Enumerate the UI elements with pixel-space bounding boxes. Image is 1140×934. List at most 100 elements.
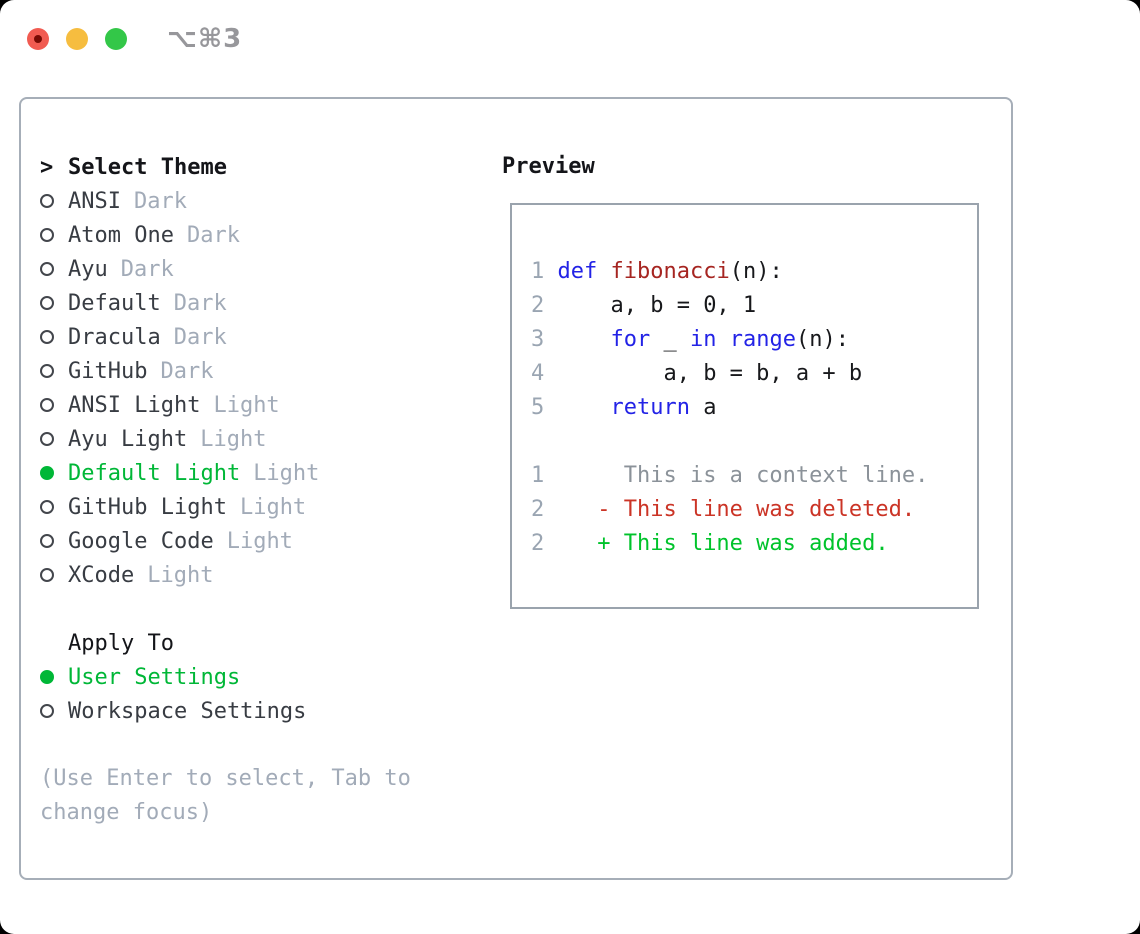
function-token: fibonacci	[610, 259, 730, 284]
line-number: 1	[531, 463, 545, 488]
theme-option-ayu-dark[interactable]: Ayu Dark	[40, 252, 452, 286]
theme-list: > Select Theme ANSI Dark Atom One Dark A…	[40, 150, 452, 830]
radio-selected-icon	[40, 670, 54, 684]
code-text	[544, 327, 610, 352]
zoom-button[interactable]	[105, 28, 127, 50]
theme-name: XCode	[68, 562, 135, 588]
theme-option-ayu-light[interactable]: Ayu Light Light	[40, 422, 452, 456]
radio-icon	[40, 568, 54, 582]
line-number: 2	[531, 531, 545, 556]
preview-title: Preview	[502, 154, 595, 179]
help-text: (Use Enter to select, Tab to change focu…	[40, 766, 411, 825]
theme-variant: Light	[200, 426, 267, 452]
radio-selected-icon	[40, 466, 54, 480]
theme-name: Ayu	[68, 256, 108, 282]
radio-icon	[40, 262, 54, 276]
theme-option-dracula-dark[interactable]: Dracula Dark	[40, 320, 452, 354]
keyword-token: return	[610, 395, 690, 420]
theme-option-xcode[interactable]: XCode Light	[40, 558, 452, 592]
theme-selector-panel: > Select Theme ANSI Dark Atom One Dark A…	[19, 97, 1013, 880]
theme-option-default-dark[interactable]: Default Dark	[40, 286, 452, 320]
theme-option-atom-one-dark[interactable]: Atom One Dark	[40, 218, 452, 252]
code-line: 2 a, b = 0, 1	[531, 289, 977, 323]
apply-option-workspace-settings[interactable]: Workspace Settings	[40, 694, 452, 728]
theme-variant: Dark	[133, 188, 187, 214]
code-text: a, b = b, a + b	[544, 361, 863, 386]
apply-option-user-settings[interactable]: User Settings	[40, 660, 452, 694]
line-number: 2	[531, 497, 545, 522]
theme-name: GitHub Light	[68, 494, 227, 520]
diff-deleted-line: 2 - This line was deleted.	[531, 493, 977, 527]
theme-name: Default	[68, 290, 161, 316]
line-number: 1	[531, 259, 545, 284]
theme-name: Ayu Light	[68, 426, 188, 452]
theme-option-github-light[interactable]: GitHub Light Light	[40, 490, 452, 524]
select-theme-title: Select Theme	[68, 154, 227, 180]
select-theme-header: > Select Theme	[40, 150, 452, 184]
theme-option-ansi-dark[interactable]: ANSI Dark	[40, 184, 452, 218]
radio-icon	[40, 398, 54, 412]
radio-icon	[40, 330, 54, 344]
minimize-button[interactable]	[66, 28, 88, 50]
radio-icon	[40, 432, 54, 446]
apply-option-name: User Settings	[68, 664, 241, 690]
close-button[interactable]	[27, 28, 49, 50]
radio-icon	[40, 228, 54, 242]
theme-option-default-light[interactable]: Default Light Light	[40, 456, 452, 490]
keyword-token: range	[729, 327, 796, 352]
keyword-token: for	[610, 327, 651, 352]
theme-name: Google Code	[68, 528, 214, 554]
theme-variant: Light	[239, 494, 307, 520]
window-title: ⌥⌘3	[167, 24, 243, 54]
code-text: a	[689, 395, 717, 420]
preview-code: 1 def fibonacci(n): 2 a, b = 0, 1 3 for …	[531, 255, 977, 561]
cursor-icon: >	[40, 154, 54, 180]
code-text: _	[650, 327, 690, 352]
deleted-text: - This line was deleted.	[544, 497, 916, 522]
preview-box: 1 def fibonacci(n): 2 a, b = 0, 1 3 for …	[510, 203, 979, 609]
theme-option-ansi-light[interactable]: ANSI Light Light	[40, 388, 452, 422]
code-text	[597, 259, 610, 284]
theme-variant: Dark	[173, 324, 227, 350]
theme-option-google-code[interactable]: Google Code Light	[40, 524, 452, 558]
diff-context-line: 1 This is a context line.	[531, 459, 977, 493]
diff-added-line: 2 + This line was added.	[531, 527, 977, 561]
theme-variant: Dark	[186, 222, 240, 248]
radio-icon	[40, 364, 54, 378]
line-number: 5	[531, 395, 545, 420]
code-line: 3 for _ in range(n):	[531, 323, 977, 357]
code-text	[544, 259, 557, 284]
code-text: (n):	[729, 259, 783, 284]
code-line: 4 a, b = b, a + b	[531, 357, 977, 391]
theme-name: Dracula	[68, 324, 161, 350]
blank-line	[531, 425, 977, 459]
radio-icon	[40, 194, 54, 208]
code-text: (n):	[795, 327, 849, 352]
code-text: a, b = 0, 1	[544, 293, 757, 318]
code-text	[544, 395, 610, 420]
unsaved-changes-icon	[34, 35, 42, 43]
theme-variant: Dark	[160, 358, 214, 384]
theme-variant: Light	[253, 460, 320, 486]
theme-name: GitHub	[68, 358, 148, 384]
radio-icon	[40, 296, 54, 310]
line-number: 2	[531, 293, 545, 318]
theme-variant: Light	[147, 562, 214, 588]
radio-icon	[40, 704, 54, 718]
apply-to-header: Apply To	[40, 626, 452, 660]
theme-name: Default Light	[68, 460, 241, 486]
context-text: This is a context line.	[544, 463, 929, 488]
code-line: 1 def fibonacci(n):	[531, 255, 977, 289]
keyword-token: in	[689, 327, 717, 352]
line-number: 4	[531, 361, 545, 386]
code-text	[716, 327, 729, 352]
theme-variant: Dark	[120, 256, 174, 282]
theme-variant: Light	[213, 392, 280, 418]
theme-option-github-dark[interactable]: GitHub Dark	[40, 354, 452, 388]
radio-icon	[40, 500, 54, 514]
radio-icon	[40, 534, 54, 548]
code-line: 5 return a	[531, 391, 977, 425]
theme-name: Atom One	[68, 222, 174, 248]
theme-variant: Dark	[173, 290, 227, 316]
